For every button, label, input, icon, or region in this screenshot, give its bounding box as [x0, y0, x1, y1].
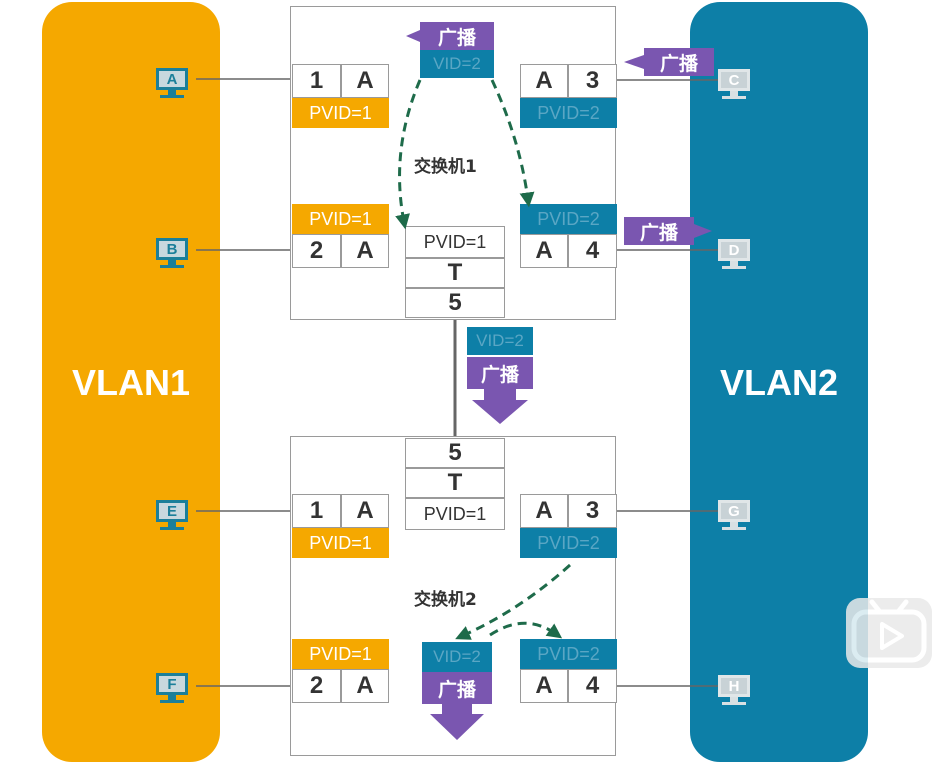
sw2-port3-pvid: PVID=2 — [520, 528, 617, 558]
sw1-port4-pvid: PVID=2 — [520, 204, 617, 234]
host-h-screen: H — [718, 675, 750, 697]
host-d: D — [716, 239, 756, 279]
sw1-port3-mode: A — [520, 64, 568, 98]
sw1-broadcast-in: 广播 — [420, 22, 494, 50]
host-c: C — [716, 69, 756, 109]
sw1-port5-mode: T — [405, 258, 505, 288]
sw2-port4-mode: A — [520, 669, 568, 703]
arrow-sw2-down — [430, 704, 484, 740]
sw2-port5-mode: T — [405, 468, 505, 498]
sw2-port3-num: 3 — [568, 494, 617, 528]
host-e-screen: E — [156, 500, 188, 522]
host-h: H — [716, 675, 756, 715]
host-a: A — [154, 68, 194, 108]
host-g: G — [716, 500, 756, 540]
sw1-port2-num: 2 — [292, 234, 341, 268]
path-sw2-main — [455, 563, 572, 640]
sw2-port2-pvid: PVID=1 — [292, 639, 389, 669]
sw2-port1-num: 1 — [292, 494, 341, 528]
host-f: F — [154, 673, 194, 713]
host-a-screen: A — [156, 68, 188, 90]
sw2-port5-num: 5 — [405, 438, 505, 468]
sw1-port2-mode: A — [341, 234, 389, 268]
path-sw1-left — [395, 79, 422, 230]
path-sw2-to-port4 — [489, 621, 563, 639]
sw1-port1-pvid: PVID=1 — [292, 98, 389, 128]
sw1-port2-pvid: PVID=1 — [292, 204, 389, 234]
sw2-port4-pvid: PVID=2 — [520, 639, 617, 669]
sw2-port2-num: 2 — [292, 669, 341, 703]
sw1-port5-num: 5 — [405, 288, 505, 318]
vlan1-zone: VLAN1 — [42, 2, 220, 762]
video-logo-icon — [846, 598, 932, 668]
host-f-screen: F — [156, 673, 188, 695]
sw2-port4-num: 4 — [568, 669, 617, 703]
sw2-port3-mode: A — [520, 494, 568, 528]
arrow-trunk-down — [472, 389, 528, 424]
sw1-port5-pvid: PVID=1 — [405, 226, 505, 258]
link-lines — [196, 78, 728, 687]
trunk-vid-tag: VID=2 — [467, 327, 533, 355]
host-b-screen: B — [156, 238, 188, 260]
host-c-screen: C — [718, 69, 750, 91]
vlan1-label: VLAN1 — [71, 362, 191, 403]
sw2-port2-mode: A — [341, 669, 389, 703]
sw2-port5-pvid: PVID=1 — [405, 498, 505, 530]
sw1-port1-mode: A — [341, 64, 389, 98]
host-g-screen: G — [718, 500, 750, 522]
sw1-port3-pvid: PVID=2 — [520, 98, 617, 128]
arrow-to-port4 — [694, 224, 712, 238]
sw1-port4-mode: A — [520, 234, 568, 268]
sw1-port3-num: 3 — [568, 64, 617, 98]
sw1-port4-num: 4 — [568, 234, 617, 268]
switch-2-label: 交换机2 — [414, 590, 477, 610]
port4-broadcast: 广播 — [624, 217, 694, 245]
sw2-broadcast-out: 广播 — [422, 672, 492, 704]
sw1-vid-tag-in: VID=2 — [420, 50, 494, 78]
switch-1-label: 交换机1 — [414, 157, 477, 177]
sw2-vid-tag-out: VID=2 — [422, 642, 492, 672]
port3-broadcast: 广播 — [644, 48, 714, 76]
host-e: E — [154, 500, 194, 540]
trunk-broadcast: 广播 — [467, 357, 533, 389]
arrow-to-port3 — [624, 55, 644, 69]
arrow-broadcast-out-left — [406, 30, 420, 42]
sw1-port1-num: 1 — [292, 64, 341, 98]
host-b: B — [154, 238, 194, 278]
flow-arrows — [395, 30, 712, 740]
vlan2-zone: VLAN2 — [690, 2, 868, 762]
sw2-port1-mode: A — [341, 494, 389, 528]
sw2-port1-pvid: PVID=1 — [292, 528, 389, 558]
path-sw1-right — [490, 79, 535, 208]
host-d-screen: D — [718, 239, 750, 261]
vlan2-label: VLAN2 — [719, 362, 839, 403]
